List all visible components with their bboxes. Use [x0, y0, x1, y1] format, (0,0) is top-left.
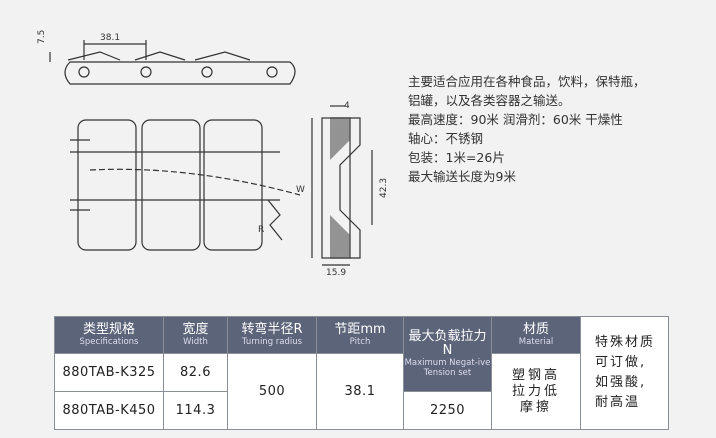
dim-section: 42.3 [379, 178, 389, 198]
width-cell: 114.3 [163, 391, 228, 430]
desc-line: 最大输送长度为9米 [408, 169, 516, 184]
tension-cell: 2250 [403, 391, 492, 430]
dim-height: 7.5 [37, 30, 47, 44]
dim-pitch: 38.1 [100, 33, 120, 43]
spec-cell: 880TAB-K450 [54, 391, 164, 430]
desc-line: 轴心：不锈钢 [408, 131, 484, 146]
chain-drawing: 38.1 7.5 4 W 42.3 R 15.9 [37, 30, 389, 278]
dim-radius-label: R [258, 225, 264, 235]
desc-line: 主要适合应用在各种食品，饮料，保特瓶， [408, 74, 646, 89]
table-row: 880TAB-K450 114.3 2250 [54, 391, 669, 430]
desc-line: 包装：1米=26片 [408, 150, 505, 165]
special-note: 特殊材质可订做,如强酸,耐高温 [580, 316, 669, 430]
spec-cell: 880TAB-K325 [54, 353, 164, 392]
material-cell: 塑钢高拉力低摩擦 [491, 353, 581, 430]
desc-line: 最高速度：90米 润滑剂：60米 干燥性 [408, 112, 623, 127]
table-row: 880TAB-K325 82.6 500 38.1 塑钢高拉力低摩擦 [54, 353, 669, 430]
desc-line: 铝罐，以及各类容器之输送。 [408, 93, 571, 108]
product-description: 主要适合应用在各种食品，饮料，保特瓶， 铝罐，以及各类容器之输送。 最高速度：9… [408, 72, 646, 186]
dim-width-label: W [296, 185, 305, 195]
dim-bottom: 15.9 [326, 268, 346, 278]
radius-cell: 500 [227, 353, 317, 430]
pitch-cell: 38.1 [316, 353, 404, 430]
dim-thickness: 4 [344, 101, 350, 111]
width-cell: 82.6 [163, 353, 228, 392]
